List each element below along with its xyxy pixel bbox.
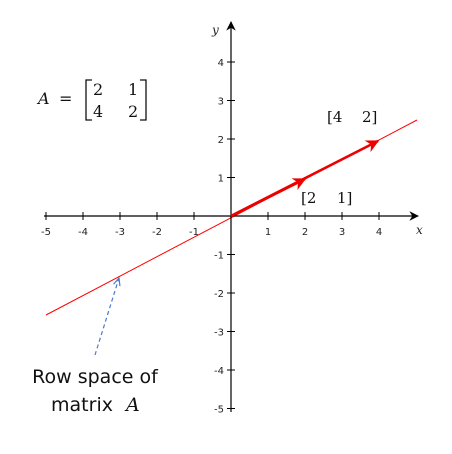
y-tick-label: -3 [214,328,224,339]
vector-2-1 [230,177,307,218]
y-tick-label: 1 [218,174,224,185]
x-tick-label: 4 [376,227,382,238]
matrix-left-bracket [85,79,92,121]
x-tick-label: 3 [339,227,345,238]
matrix-name: A [36,89,50,108]
vector-label-4-2-right: 2] [362,108,377,126]
matrix-definition: A = 2 1 4 2 [36,79,147,121]
caption-line-2: matrix [51,394,113,416]
matrix-right-bracket [140,79,147,121]
matrix-cell-2-2: 2 [128,102,138,121]
matrix-cell-1-2: 1 [128,80,138,99]
y-tick-label: 2 [218,135,224,146]
x-tick-label: 1 [265,227,271,238]
y-tick-label: -2 [214,289,224,300]
row-space-pointer-arrow [94,278,119,356]
matrix-cell-2-1: 4 [93,102,103,121]
vector-label-2-1-right: 1] [337,189,352,207]
x-tick-label: -4 [78,227,88,238]
x-tick-label: -1 [189,227,199,238]
y-axis-label: y [211,23,219,37]
vector-label-2-1-left: [2 [301,189,316,207]
x-tick-label: -3 [115,227,125,238]
x-axis-label: x [416,223,423,237]
x-tick-label: -2 [152,227,162,238]
vector-label-4-2-left: [4 [327,108,342,126]
y-tick-label: -5 [214,405,224,416]
y-axis-ticks: 4 3 2 1 -1 -2 -3 -4 -5 [214,58,235,416]
caption-line-1: Row space of [32,366,159,388]
y-tick-label: 3 [218,97,224,108]
x-tick-label: -5 [41,227,51,238]
matrix-cell-1-1: 2 [93,80,103,99]
x-axis-ticks: -5 -4 -3 -2 -1 1 2 3 4 [41,212,382,238]
caption-line-2-italic: A [124,394,140,416]
matrix-equals: = [59,89,72,108]
y-tick-label: 4 [218,58,224,69]
y-tick-label: -1 [214,251,224,262]
y-tick-label: -4 [214,366,224,377]
x-tick-label: 2 [302,227,308,238]
